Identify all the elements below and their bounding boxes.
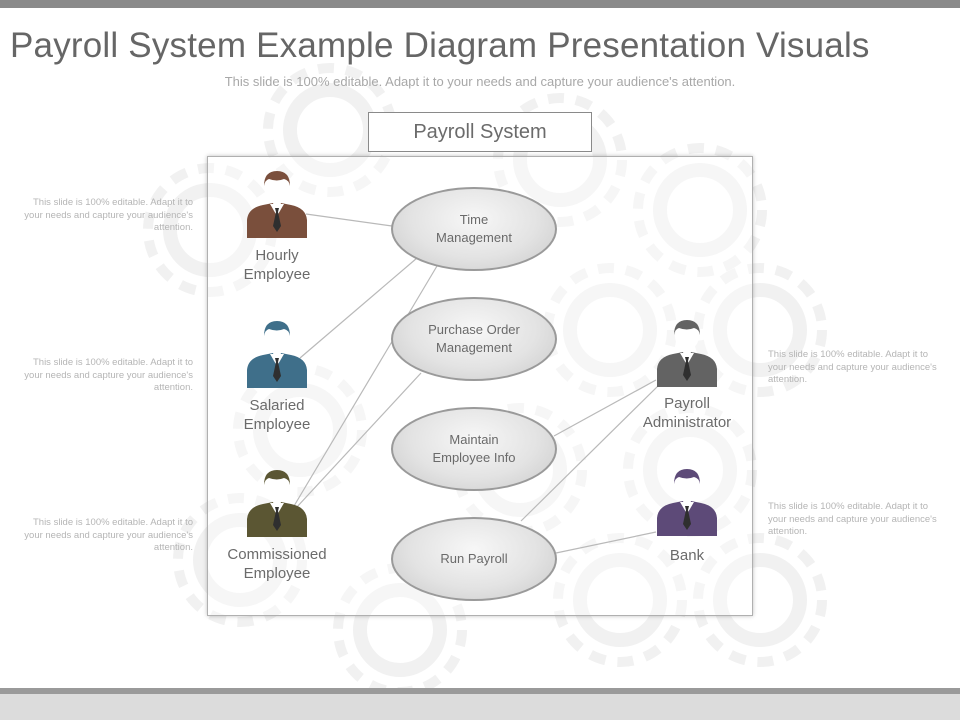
usecase-label-line1: Time (459, 212, 489, 227)
usecase-maintain-employee-info: Maintain Employee Info (391, 407, 557, 491)
usecase-label: Purchase Order Management (409, 321, 539, 357)
actor-label-line2: Employee (243, 565, 311, 582)
connector-hourly-time (305, 213, 393, 227)
usecase-label-line2: Management (436, 340, 512, 355)
usecase-label: Maintain Employee Info (409, 431, 539, 467)
usecase-run-payroll: Run Payroll (391, 517, 557, 601)
connector-commissioned-purchase (295, 372, 422, 509)
connector-admin-maintain (553, 379, 657, 437)
footer-accent-line (0, 688, 960, 694)
usecase-label-line1: Purchase Order (428, 322, 520, 337)
actor-label-hourly-employee: Hourly Employee (207, 246, 347, 284)
system-label: Payroll System (368, 112, 592, 152)
actor-label-line1: Commissioned (227, 546, 327, 563)
actor-label-line1: Hourly (255, 247, 299, 264)
connector-commissioned-time (293, 265, 438, 507)
actor-label-bank: Bank (617, 546, 757, 565)
side-note-left-2: This slide is 100% editable. Adapt it to… (24, 357, 193, 393)
actor-label-line1: Payroll (664, 395, 710, 412)
actor-label-payroll-administrator: Payroll Administrator (617, 394, 757, 432)
actor-label-salaried-employee: Salaried Employee (207, 396, 347, 434)
actor-label-commissioned-employee: Commissioned Employee (207, 545, 347, 583)
connector-bank-runpayroll (555, 531, 657, 554)
usecase-purchase-order-management: Purchase Order Management (391, 297, 557, 381)
person-icon-hourly-employee (247, 171, 307, 238)
usecase-label: Time Management (409, 211, 539, 247)
actor-label-line2: Employee (243, 416, 311, 433)
connector-salaried-time (299, 257, 418, 359)
usecase-label: Run Payroll (409, 550, 539, 568)
side-note-left-1: This slide is 100% editable. Adapt it to… (24, 197, 193, 233)
person-icon-payroll-administrator (657, 320, 717, 387)
actor-label-line2: Employee (243, 266, 311, 283)
actor-label-line2: Administrator (642, 414, 732, 431)
side-note-left-3: This slide is 100% editable. Adapt it to… (24, 517, 193, 553)
actor-label-line1: Salaried (249, 397, 305, 414)
person-icon-salaried-employee (247, 321, 307, 388)
page-title: Payroll System Example Diagram Presentat… (10, 26, 870, 65)
top-accent-bar (0, 0, 960, 8)
side-note-right-1: This slide is 100% editable. Adapt it to… (768, 349, 937, 385)
usecase-label-line1: Maintain (449, 432, 499, 447)
connector-admin-runpayroll (520, 383, 661, 522)
actor-label-line1: Bank (669, 547, 705, 564)
page-subtitle: This slide is 100% editable. Adapt it to… (224, 74, 736, 89)
side-note-right-2: This slide is 100% editable. Adapt it to… (768, 501, 937, 537)
usecase-label-line1: Run Payroll (440, 551, 508, 566)
usecase-label-line2: Employee Info (432, 450, 516, 465)
usecase-time-management: Time Management (391, 187, 557, 271)
person-icon-bank (657, 469, 717, 536)
person-icon-commissioned-employee (247, 470, 307, 537)
usecase-label-line2: Management (436, 230, 512, 245)
